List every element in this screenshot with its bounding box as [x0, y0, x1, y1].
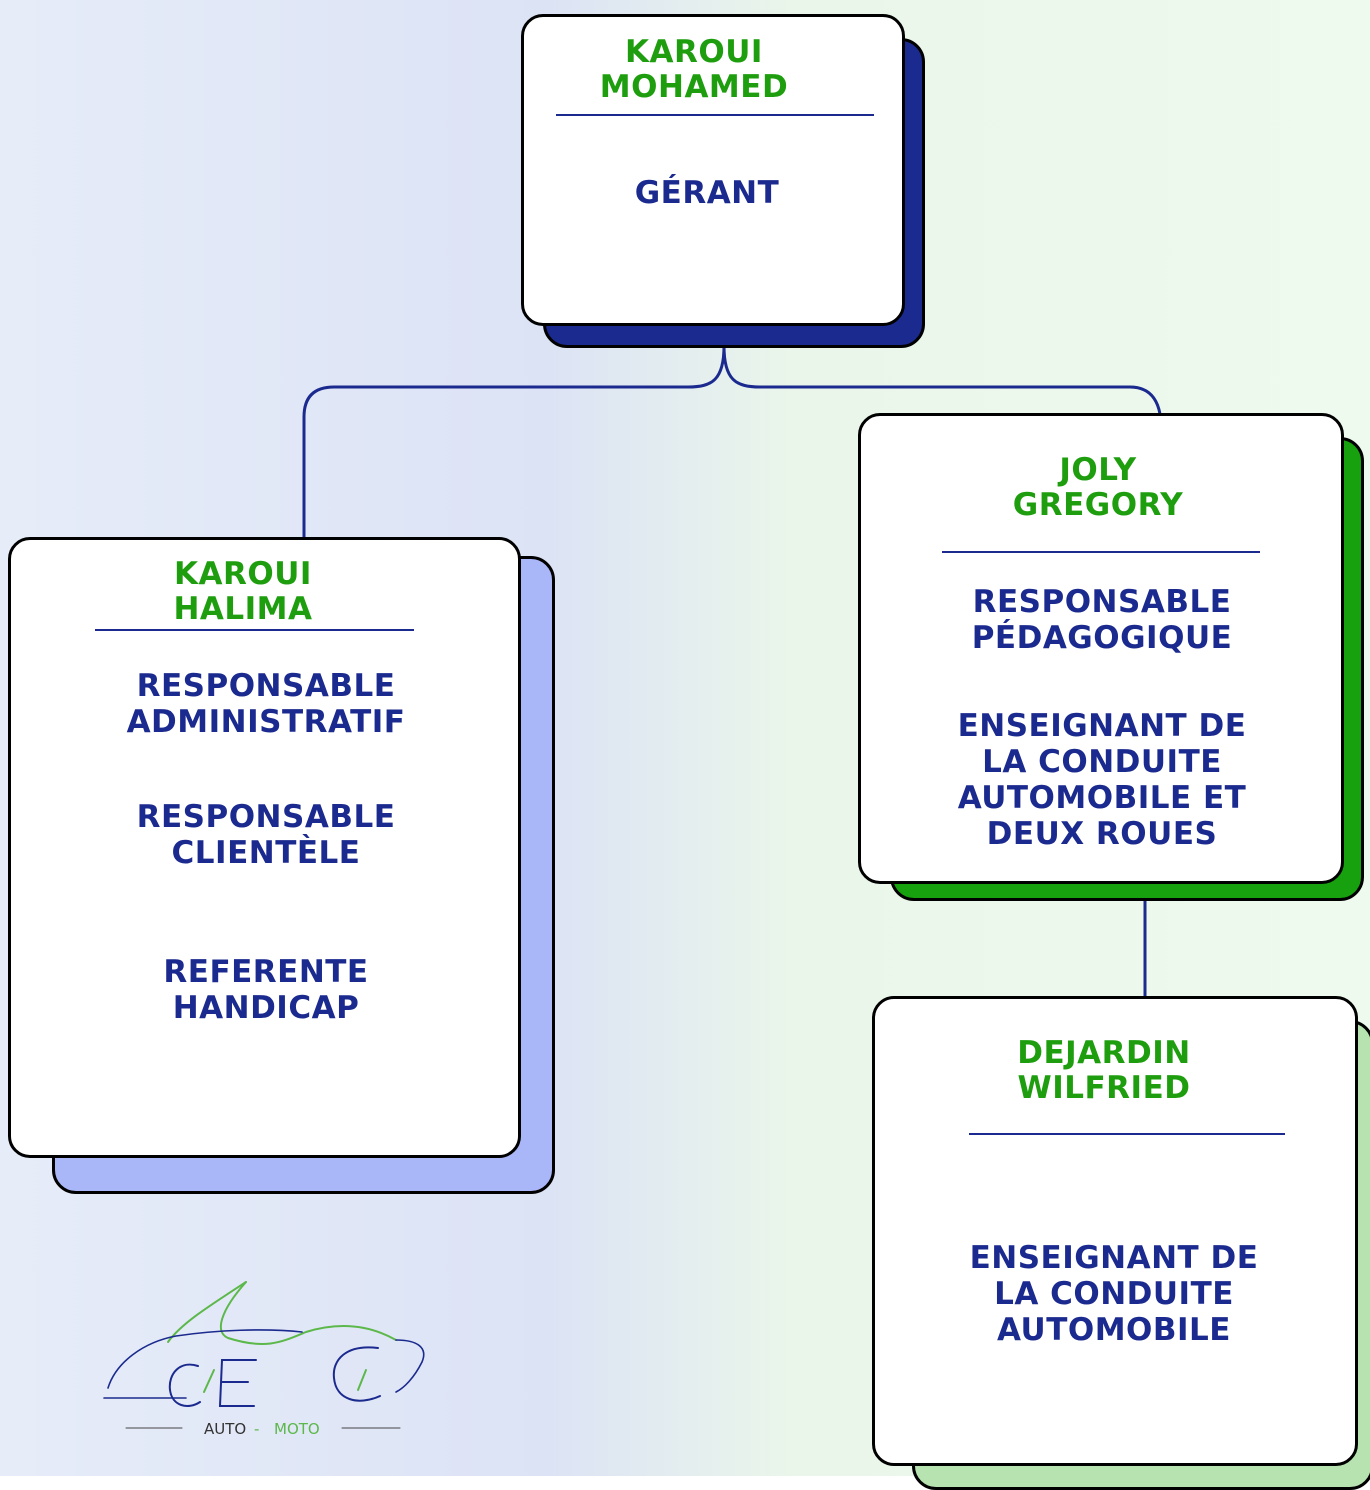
wilfried-role-1-line3: AUTOMOBILE [996, 1312, 1231, 1348]
gregory-card: JOLY GREGORY RESPONSABLE PÉDAGOGIQUE ENS… [858, 413, 1344, 884]
logo-word-moto: MOTO [274, 1420, 320, 1438]
logo-word-auto: AUTO [204, 1420, 246, 1438]
gregory-name-line1: JOLY [1059, 452, 1137, 488]
halima-role-3: REFERENTE HANDICAP [11, 954, 521, 1026]
gregory-role-2: ENSEIGNANT DE LA CONDUITE AUTOMOBILE ET … [861, 708, 1343, 852]
gregory-role-2-line3: AUTOMOBILE ET [957, 780, 1247, 816]
gregory-role-2-line4: DEUX ROUES [986, 816, 1218, 852]
gerant-divider [556, 114, 874, 116]
gerant-card: KAROUI MOHAMED GÉRANT [521, 14, 905, 326]
gregory-role-2-line2: LA CONDUITE [982, 744, 1222, 780]
halima-role-3-line1: REFERENTE [163, 954, 369, 990]
gregory-role-1-line2: PÉDAGOGIQUE [971, 620, 1233, 656]
gerant-name-line2: MOHAMED [599, 69, 789, 105]
wilfried-role-1-line2: LA CONDUITE [994, 1276, 1234, 1312]
gerant-role-line: GÉRANT [634, 175, 780, 211]
wilfried-role-1-line1: ENSEIGNANT DE [969, 1240, 1259, 1276]
halima-role-2: RESPONSABLE CLIENTÈLE [11, 799, 521, 871]
gregory-divider [942, 551, 1260, 553]
halima-card: KAROUI HALIMA RESPONSABLE ADMINISTRATIF … [8, 537, 521, 1158]
wilfried-card: DEJARDIN WILFRIED ENSEIGNANT DE LA CONDU… [872, 996, 1358, 1466]
gregory-name: JOLY GREGORY [861, 453, 1335, 523]
connector-gerant-halima [302, 345, 726, 540]
gregory-name-line2: GREGORY [1012, 487, 1184, 523]
halima-role-2-line1: RESPONSABLE [136, 799, 396, 835]
car-outline-graphic [103, 1281, 425, 1429]
gerant-name-line1: KAROUI [625, 34, 763, 70]
halima-role-3-line2: HANDICAP [172, 990, 360, 1026]
gerant-role: GÉRANT [524, 175, 890, 211]
halima-divider [95, 629, 414, 631]
logo-separator: - [254, 1420, 259, 1438]
wilfried-name: DEJARDIN WILFRIED [875, 1036, 1333, 1106]
halima-name-line1: KAROUI [174, 556, 312, 592]
halima-role-1-line2: ADMINISTRATIF [126, 704, 406, 740]
wilfried-divider [969, 1133, 1285, 1135]
wilfried-role-1: ENSEIGNANT DE LA CONDUITE AUTOMOBILE [875, 1240, 1353, 1348]
gregory-role-1: RESPONSABLE PÉDAGOGIQUE [861, 584, 1343, 656]
cec-logo: AUTO - MOTO [103, 1281, 425, 1438]
halima-role-2-line2: CLIENTÈLE [171, 835, 361, 871]
halima-name-line2: HALIMA [173, 591, 313, 627]
halima-name: KAROUI HALIMA [11, 557, 475, 627]
gregory-role-2-line1: ENSEIGNANT DE [957, 708, 1247, 744]
connector-gerant-gregory [722, 345, 1162, 415]
gregory-role-1-line1: RESPONSABLE [972, 584, 1232, 620]
gerant-name: KAROUI MOHAMED [524, 35, 864, 105]
wilfried-name-line1: DEJARDIN [1017, 1035, 1191, 1071]
halima-role-1: RESPONSABLE ADMINISTRATIF [11, 668, 521, 740]
wilfried-name-line2: WILFRIED [1017, 1070, 1191, 1106]
halima-role-1-line1: RESPONSABLE [136, 668, 396, 704]
